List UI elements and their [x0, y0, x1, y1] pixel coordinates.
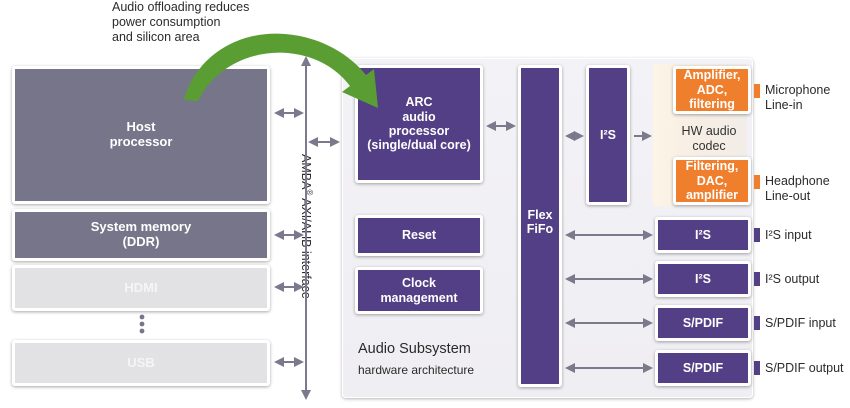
spdif-input-port-label: S/PDIF input — [765, 316, 836, 331]
codec-input-label-2: ADC, — [696, 82, 728, 97]
audio-subsystem-title-text: Audio Subsystem — [358, 341, 471, 357]
microphone-port-marker — [754, 84, 760, 98]
arc-label-3: processor — [388, 124, 450, 138]
hdmi-block: HDMI — [12, 265, 270, 311]
i2s-input-block: I²S — [655, 217, 751, 253]
codec-input-label-1: Amplifier, — [683, 68, 741, 83]
i2s-output-block: I²S — [655, 261, 751, 297]
codec-output-label-3: amplifier — [685, 188, 739, 203]
i2s-input-block-label: I²S — [695, 227, 711, 242]
system-memory-block: System memory (DDR) — [12, 209, 270, 261]
i2s-output-block-label: I²S — [695, 271, 711, 286]
system-memory-label-1: System memory — [90, 219, 192, 235]
spdif-input-block-label: S/PDIF — [682, 315, 724, 330]
microphone-label-1: Microphone — [765, 83, 831, 97]
spdif-output-block: S/PDIF — [655, 350, 751, 386]
i2s-output-port-label: I²S output — [765, 272, 819, 287]
host-processor-label-1: Host — [126, 119, 156, 135]
codec-output-block: Filtering, DAC, amplifier — [673, 157, 751, 205]
headphone-port-marker — [754, 175, 760, 189]
flex-fifo-label-2: FiFo — [526, 222, 554, 237]
spdif-input-port-marker — [754, 316, 760, 330]
codec-input-label-3: filtering — [689, 97, 735, 112]
i2s-output-port-text: I²S output — [765, 272, 820, 286]
flex-fifo-label-1: Flex — [527, 208, 553, 222]
i2s-input-port-marker — [754, 228, 760, 242]
codec-output-label-1: Filtering, — [685, 159, 739, 174]
codec-label-2: codec — [692, 139, 726, 153]
i2s-output-port-marker — [754, 272, 760, 286]
clock-management-block: Clock management — [355, 267, 483, 314]
headphone-line-out-label: Headphone Line-out — [765, 174, 830, 204]
headphone-label-2: Line-out — [765, 189, 811, 203]
spdif-output-block-label: S/PDIF — [682, 360, 724, 375]
codec-input-block: Amplifier, ADC, filtering — [673, 66, 751, 114]
arc-label-4: (single/dual core) — [367, 138, 471, 153]
host-processor-block: Host processor — [12, 66, 270, 204]
i2s-core-label: I²S — [600, 127, 616, 142]
vertical-ellipsis-icon — [139, 314, 145, 334]
reset-block: Reset — [355, 215, 483, 256]
annotation-line-3: and silicon area — [112, 30, 200, 44]
clock-label-1: Clock — [401, 276, 437, 291]
i2s-input-port-label: I²S input — [765, 228, 812, 243]
hw-audio-codec-label: HW audio codec — [672, 124, 746, 154]
ellipsis-dots — [137, 313, 147, 337]
i2s-input-port-text: I²S input — [765, 228, 812, 242]
hdmi-label: HDMI — [124, 279, 158, 295]
reset-label: Reset — [401, 228, 437, 243]
spdif-output-port-marker — [754, 361, 760, 375]
annotation-line-1: Audio offloading reduces — [112, 0, 250, 14]
offload-arrow-icon — [184, 33, 378, 108]
spdif-output-port-label: S/PDIF output — [765, 361, 844, 376]
i2s-core-block: I²S — [586, 65, 630, 205]
audio-subsystem-subtitle: hardware architecture — [358, 363, 474, 377]
system-memory-label-2: (DDR) — [122, 234, 160, 249]
microphone-label-2: Line-in — [765, 98, 803, 112]
flex-fifo-block: Flex FiFo — [518, 65, 562, 387]
offload-annotation: Audio offloading reduces power consumpti… — [112, 0, 249, 45]
microphone-line-in-label: Microphone Line-in — [765, 83, 830, 113]
clock-label-2: management — [380, 290, 458, 305]
headphone-label-1: Headphone — [765, 174, 830, 188]
codec-output-label-2: DAC, — [696, 173, 728, 188]
codec-label-1: HW audio — [681, 124, 737, 138]
usb-label: USB — [127, 354, 155, 370]
arc-label-1: ARC — [405, 95, 433, 110]
audio-subsystem-subtitle-text: hardware architecture — [358, 363, 475, 377]
usb-block: USB — [12, 340, 270, 386]
audio-subsystem-title: Audio Subsystem — [358, 341, 471, 358]
arc-audio-processor-block: ARC audio processor (single/dual core) — [355, 65, 483, 183]
spdif-output-port-text: S/PDIF output — [765, 361, 844, 375]
spdif-input-port-text: S/PDIF input — [765, 316, 836, 330]
host-processor-label-2: processor — [109, 134, 173, 149]
arc-label-2: audio — [402, 109, 436, 124]
annotation-line-2: power consumption — [112, 15, 221, 29]
spdif-input-block: S/PDIF — [655, 305, 751, 341]
